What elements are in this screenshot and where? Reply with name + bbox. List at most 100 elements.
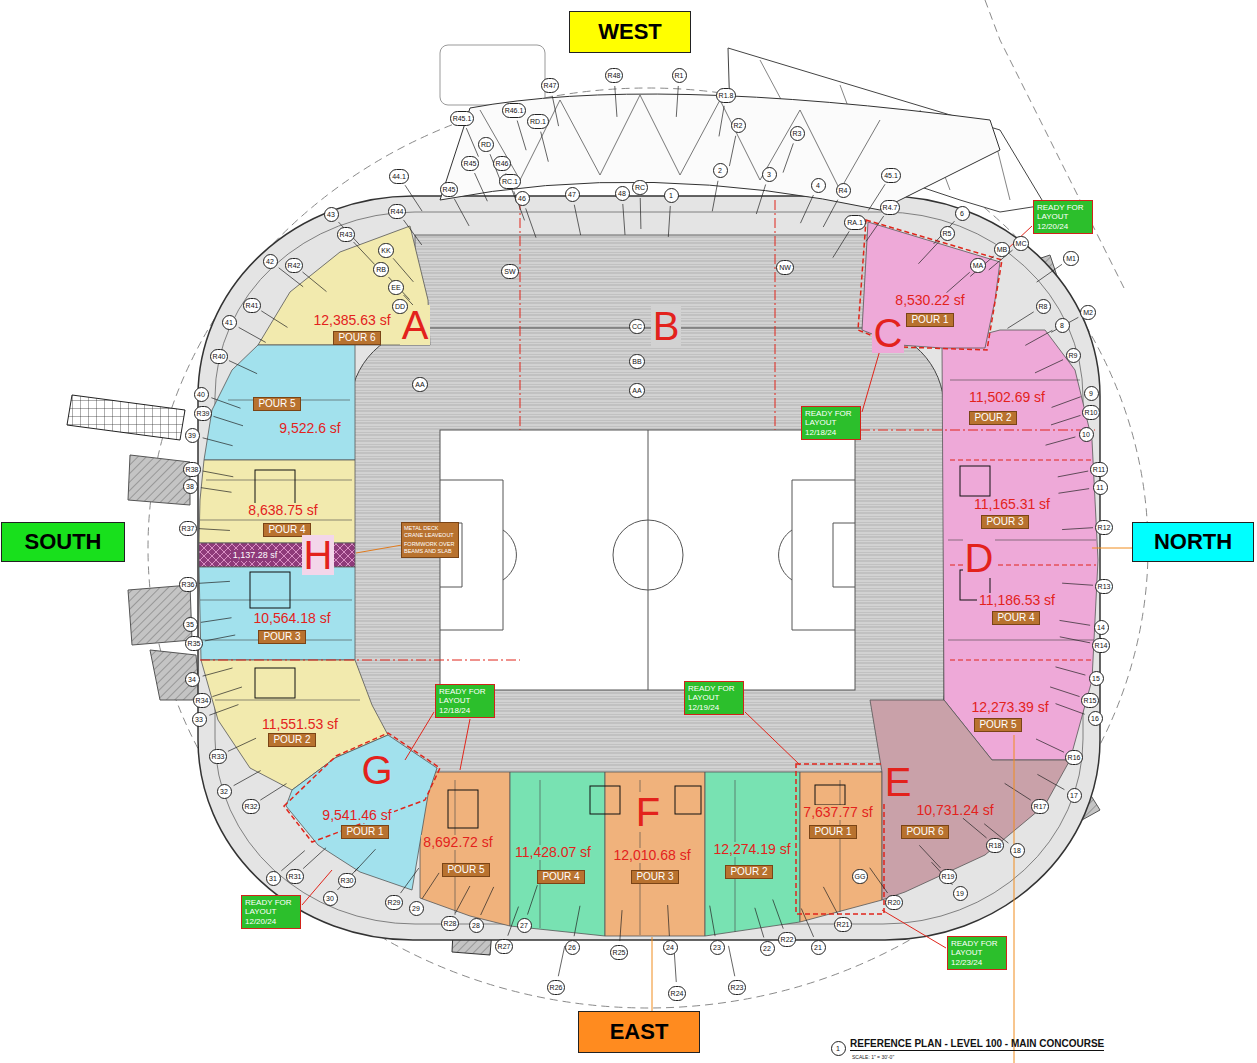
grid-bubble: AA	[629, 383, 644, 398]
pour-tag: POUR 1	[906, 313, 953, 327]
pour-tag: POUR 2	[268, 733, 315, 747]
grid-bubble: 18	[1010, 843, 1025, 858]
grid-bubble: R9	[1066, 348, 1081, 363]
node-text: METAL DECK CRANE LEAVEOUT	[404, 525, 456, 539]
pour-tag: POUR 5	[974, 718, 1021, 732]
grid-bubble: EE	[388, 280, 403, 295]
grid-bubble: R42	[285, 258, 304, 273]
grid-line	[1037, 264, 1062, 282]
pour-tag: POUR 6	[333, 331, 380, 345]
scale-note: SCALE: 1" = 30'-0"	[852, 1054, 894, 1060]
grid-bubble: R1.8	[716, 88, 737, 103]
plan-linework	[510, 772, 605, 936]
grid-bubble: 23	[710, 940, 725, 955]
plan-linework	[200, 400, 360, 700]
grid-line	[234, 771, 261, 786]
grid-line	[303, 848, 326, 869]
grid-line	[1058, 489, 1089, 494]
node-text: POUR 1	[814, 826, 851, 838]
node-text: POUR 4	[542, 871, 579, 883]
grid-line	[239, 327, 266, 342]
grid-bubble: R48	[605, 68, 624, 83]
compass-label: SOUTH	[1, 522, 125, 562]
grid-bubble: 46	[515, 191, 530, 206]
grid-line	[422, 873, 439, 899]
plan-linework	[128, 455, 190, 505]
grid-bubble: RC	[632, 180, 648, 195]
grid-bubble: 43	[324, 207, 339, 222]
grid-line	[527, 885, 537, 914]
grid-line	[783, 143, 793, 172]
grid-bubble: R24	[668, 986, 687, 1001]
grid-line	[405, 185, 422, 211]
grid-line	[205, 635, 235, 641]
grid-line	[970, 256, 993, 276]
zone-letter: F	[634, 792, 662, 832]
grid-line	[389, 277, 410, 300]
pour-tag: POUR 1	[341, 825, 388, 839]
plan-linework	[590, 786, 620, 814]
grid-bubble: R10	[1082, 405, 1101, 420]
grid-bubble: R43	[337, 227, 356, 242]
grid-bubble: 26	[565, 940, 580, 955]
grid-line	[729, 136, 735, 166]
grid-bubble: R45.1	[450, 111, 475, 126]
grid-line	[201, 618, 232, 623]
grid-bubble: R18	[986, 838, 1005, 853]
area-label: 11,551.53 sf	[260, 717, 340, 732]
grid-line	[403, 220, 421, 245]
area-label: 8,530.22 sf	[893, 293, 966, 308]
node-text: POUR 1	[346, 826, 383, 838]
grid-line	[261, 311, 287, 328]
grid-bubble: 3	[762, 167, 777, 182]
grid-line	[1051, 317, 1078, 332]
grid-line	[203, 668, 233, 676]
grid-bubble: R30	[338, 873, 357, 888]
grid-bubble: 17	[1067, 788, 1082, 803]
note-box: METAL DECK CRANE LEAVEOUTFORMWORK OVER B…	[401, 522, 459, 558]
grid-line	[203, 438, 233, 446]
node-text: POUR 3	[636, 871, 673, 883]
grid-line	[866, 216, 884, 241]
grid-bubble: 10	[1079, 427, 1094, 442]
grid-line	[552, 96, 558, 126]
grid-line	[229, 361, 257, 374]
compass-label: NORTH	[1132, 522, 1254, 562]
compass-label: WEST	[569, 11, 691, 53]
grid-bubble: R45	[461, 156, 480, 171]
grid-line	[1050, 687, 1079, 697]
grid-bubble: R27	[495, 939, 514, 954]
grid-bubble: RB	[373, 262, 389, 277]
pour-tag: POUR 2	[725, 865, 772, 879]
plan-linework	[250, 572, 290, 608]
grid-bubble: 32	[217, 784, 232, 799]
node-text: POUR 2	[273, 734, 310, 746]
grid-line	[454, 199, 469, 226]
grid-line	[800, 195, 813, 223]
grid-bubble: 48	[615, 186, 630, 201]
grid-line	[934, 221, 955, 244]
area-label: 12,010.68 sf	[611, 848, 692, 863]
pour-tag: POUR 5	[442, 863, 489, 877]
grid-line	[1025, 330, 1052, 345]
node-text: POUR 2	[730, 866, 767, 878]
grid-line	[620, 910, 622, 941]
grid-bubble: 33	[192, 712, 207, 727]
node-text: POUR 1	[911, 314, 948, 326]
grid-bubble: M1	[1063, 251, 1079, 266]
plan-linework	[960, 466, 990, 496]
grid-bubble: R41	[243, 298, 262, 313]
area-label: 11,502.69 sf	[967, 390, 1047, 405]
grid-bubble: 15	[1089, 671, 1104, 686]
pour-tag: POUR 4	[992, 611, 1039, 625]
grid-line	[400, 868, 418, 893]
pour-tag: POUR 5	[253, 397, 300, 411]
grid-line	[1060, 620, 1091, 625]
grid-line	[1055, 667, 1085, 675]
grid-bubble: 8	[1055, 318, 1070, 333]
grid-bubble: R25	[610, 945, 629, 960]
pour-tag: POUR 3	[981, 515, 1028, 529]
plan-linework	[415, 235, 870, 335]
grid-line	[823, 887, 837, 914]
grid-bubble: BB	[629, 354, 644, 369]
